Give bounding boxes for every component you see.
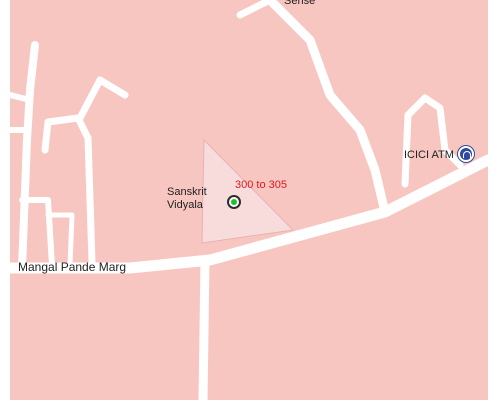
label-range: 300 to 305 [235,179,287,191]
road-left-vertical [18,41,39,272]
label-road-mangal-pande-marg: Mangal Pande Marg [18,260,127,274]
road-upper-left-branch [236,0,274,19]
highlight-area[interactable] [201,138,295,244]
roads [4,0,494,403]
atm-icon[interactable] [458,146,474,162]
road-left-lower-spur [45,212,75,268]
label-school-line1: Sanskrit [167,186,207,198]
road-mangal-pande-marg [4,154,494,274]
road-south-branch [198,255,210,403]
location-marker-icon[interactable] [227,195,241,209]
label-school-line2: Vidyala [167,199,203,211]
label-top-partial: Sense [284,0,316,7]
road-north-diagonal [265,0,390,217]
label-icici-atm: ICICI ATM [404,149,454,161]
road-atm-loop [401,94,464,188]
road-left-bottom-spur [19,197,55,268]
road-left-top-spur [76,76,129,122]
road-left-branch-a [7,92,33,103]
